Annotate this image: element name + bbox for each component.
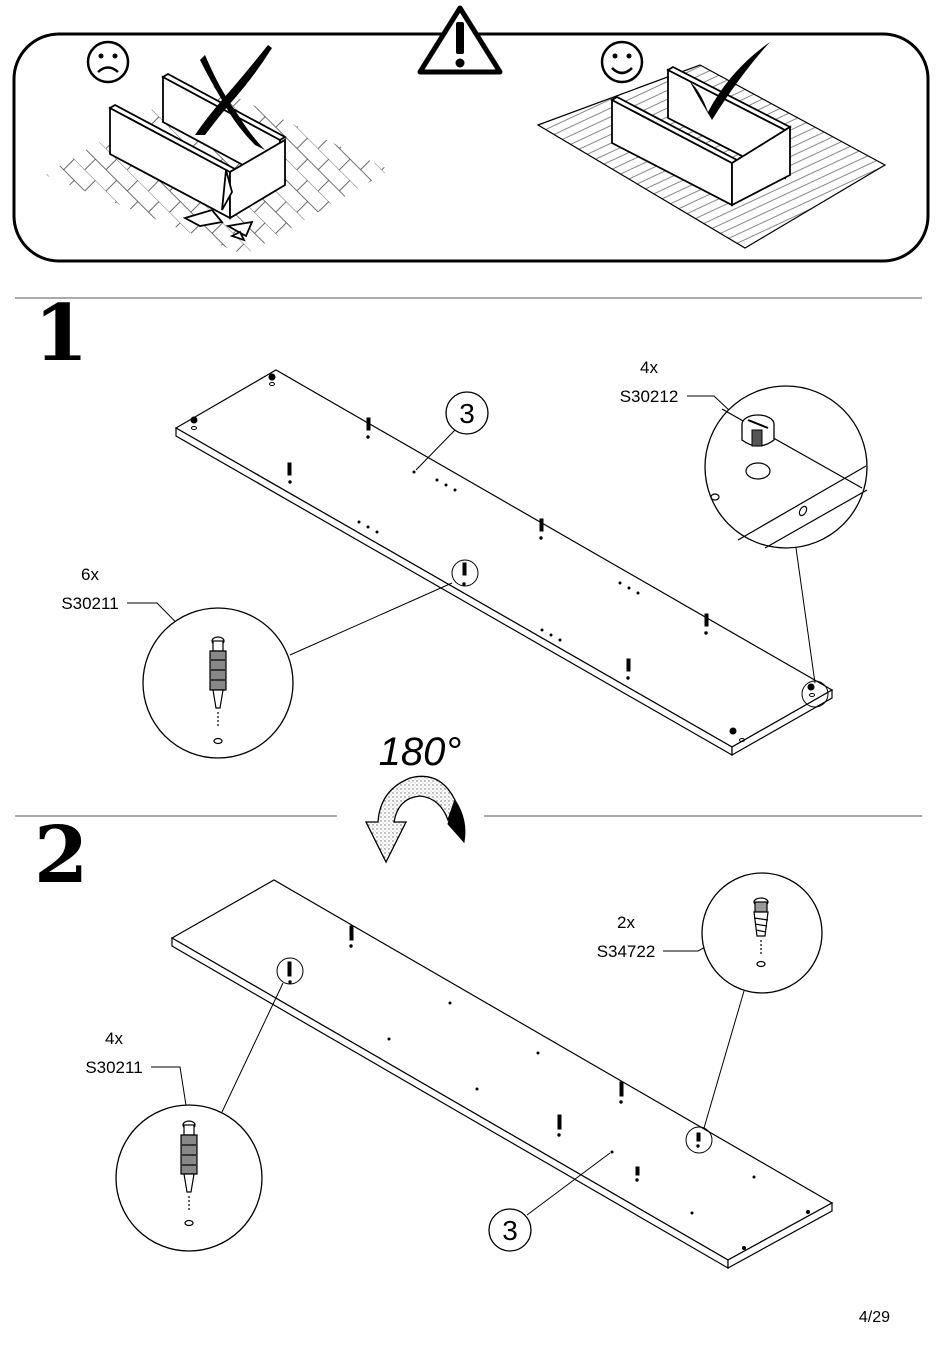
svg-text:3: 3 <box>502 1215 518 1246</box>
step-1-bolt-qty: 6x <box>81 565 99 584</box>
step-1-callout-connector: 6x S30211 <box>61 560 478 758</box>
step-1-cam-qty: 4x <box>640 358 658 377</box>
step-1-number: 1 <box>34 288 88 379</box>
step-1-panel-label: 3 <box>416 392 488 470</box>
warning-box <box>14 8 928 261</box>
rotate-arrow-icon <box>366 776 465 862</box>
step-1-cam-part: S30212 <box>620 387 679 406</box>
step-2-number: 2 <box>34 810 88 901</box>
smiley-face-icon <box>602 42 642 82</box>
step-2-screw-qty: 2x <box>617 913 635 932</box>
step-2-bolt-qty: 4x <box>105 1029 123 1048</box>
sad-face-icon <box>88 42 128 82</box>
rotation-label: 180° <box>379 730 462 774</box>
step-2-bolt-part: S30211 <box>85 1058 142 1077</box>
svg-text:3: 3 <box>459 398 475 429</box>
step-2-screw-part: S34722 <box>597 942 656 961</box>
step-1-bolt-part: S30211 <box>61 594 118 613</box>
cam-lock-icon <box>742 415 774 446</box>
page-number: 4/29 <box>859 1309 890 1326</box>
